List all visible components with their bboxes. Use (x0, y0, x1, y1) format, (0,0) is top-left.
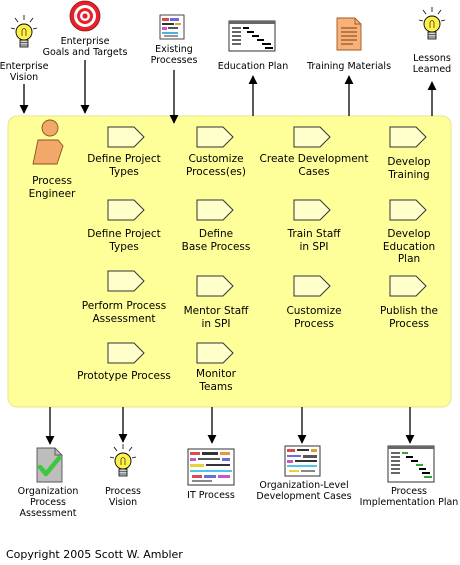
enterprise-vision-label: Enterprise Vision (0, 61, 54, 83)
gantt-chart-icon (387, 445, 435, 483)
task-develop-training: Develop Training (370, 156, 448, 181)
development-cases-document-icon (284, 445, 321, 477)
label-line: Process (389, 317, 429, 330)
label-line: Prototype Process (77, 370, 171, 382)
process-engineer-icon (32, 119, 64, 165)
label-line: Development Cases (256, 491, 352, 502)
task-prototype-process: Prototype Process (72, 370, 176, 383)
process-vision-label: Process Vision (94, 486, 152, 508)
task-customize-process: Customize Process (256, 305, 372, 330)
target-icon (69, 0, 101, 32)
label-line: Plan (397, 253, 421, 265)
label-line: Base Process (181, 240, 251, 253)
label-line: Process(es) (186, 165, 246, 178)
it-process-document-icon (187, 448, 235, 486)
task-monitor-teams: Monitor Teams (166, 368, 266, 393)
label-line: Lessons (413, 53, 451, 64)
task-define-project-types-1: Define Project Types (72, 153, 176, 178)
label-line: Training Materials (306, 61, 392, 72)
copyright-text: Copyright 2005 Scott W. Ambler (6, 548, 183, 561)
label-line: Education (382, 240, 436, 253)
label-line: Cases (298, 165, 330, 178)
task-train-staff: Train Staff in SPI (256, 228, 372, 253)
impl-plan-label: Process Implementation Plan (358, 486, 460, 508)
label-line: Process (390, 486, 428, 497)
lightbulb-icon (109, 444, 137, 477)
label-line: Process (32, 175, 72, 187)
label-line: Assessment (92, 312, 156, 325)
lightbulb-icon (10, 15, 38, 48)
label-line: Organization (17, 486, 79, 497)
task-define-base-process: Define Base Process (166, 228, 266, 253)
label-line: Process (104, 486, 142, 497)
label-line: Train Staff (287, 228, 341, 240)
task-mentor-staff: Mentor Staff in SPI (166, 305, 266, 330)
label-line: Existing (155, 44, 193, 55)
lessons-learned-label: Lessons Learned (404, 53, 460, 75)
label-line: Vision (108, 497, 138, 508)
label-line: Education Plan (217, 61, 289, 72)
org-dev-cases-label: Organization-Level Development Cases (250, 480, 358, 502)
label-line: Engineer (28, 187, 76, 200)
label-line: Define Project (87, 153, 161, 165)
label-line: Customize (286, 305, 342, 317)
lightbulb-icon (418, 7, 446, 40)
label-line: Training (388, 168, 430, 181)
label-line: Teams (199, 380, 233, 393)
training-materials-label: Training Materials (298, 61, 400, 72)
org-assessment-label: Organization Process Assessment (8, 486, 88, 519)
label-line: Enterprise (60, 36, 110, 47)
label-line: Perform Process (81, 300, 167, 312)
training-document-icon (336, 17, 362, 51)
task-publish-process: Publish the Process (370, 305, 448, 330)
activity-panel (7, 115, 452, 408)
label-line: Processes (150, 55, 198, 66)
task-perform-process-assessment: Perform Process Assessment (72, 300, 176, 325)
label-line: IT Process (187, 490, 235, 501)
process-document-icon (159, 14, 185, 40)
task-create-development-cases: Create Development Cases (256, 153, 372, 178)
education-plan-label: Education Plan (212, 61, 294, 72)
label-line: Types (109, 240, 139, 253)
label-line: Define Project (87, 228, 161, 240)
label-line: Types (109, 165, 139, 178)
label-line: Create Development (259, 153, 369, 165)
label-line: Develop (387, 228, 431, 240)
label-line: in SPI (201, 317, 231, 330)
existing-processes-label: Existing Processes (142, 44, 206, 66)
label-line: Implementation Plan (359, 497, 459, 508)
it-process-label: IT Process (176, 490, 246, 501)
task-define-project-types-2: Define Project Types (72, 228, 176, 253)
label-line: Learned (412, 64, 452, 75)
label-line: Assessment (19, 508, 77, 519)
label-line: Organization-Level (259, 480, 349, 491)
label-line: Customize (188, 153, 244, 165)
label-line: Mentor Staff (183, 305, 249, 317)
label-line: Publish the (380, 305, 438, 317)
label-line: in SPI (299, 240, 329, 253)
label-line: Enterprise (0, 61, 49, 72)
role-label: Process Engineer (20, 175, 84, 200)
label-line: Vision (9, 72, 39, 83)
label-line: Develop (387, 156, 431, 168)
label-line: Goals and Targets (42, 47, 128, 58)
task-customize-processes: Customize Process(es) (166, 153, 266, 178)
enterprise-goals-label: Enterprise Goals and Targets (35, 36, 135, 58)
label-line: Process (29, 497, 67, 508)
label-line: Process (294, 317, 334, 330)
label-line: Monitor (196, 368, 236, 380)
assessment-document-icon (36, 447, 63, 483)
gantt-chart-icon (228, 20, 276, 52)
label-line: Define (198, 228, 234, 240)
task-develop-education-plan: Develop Education Plan (370, 228, 448, 266)
